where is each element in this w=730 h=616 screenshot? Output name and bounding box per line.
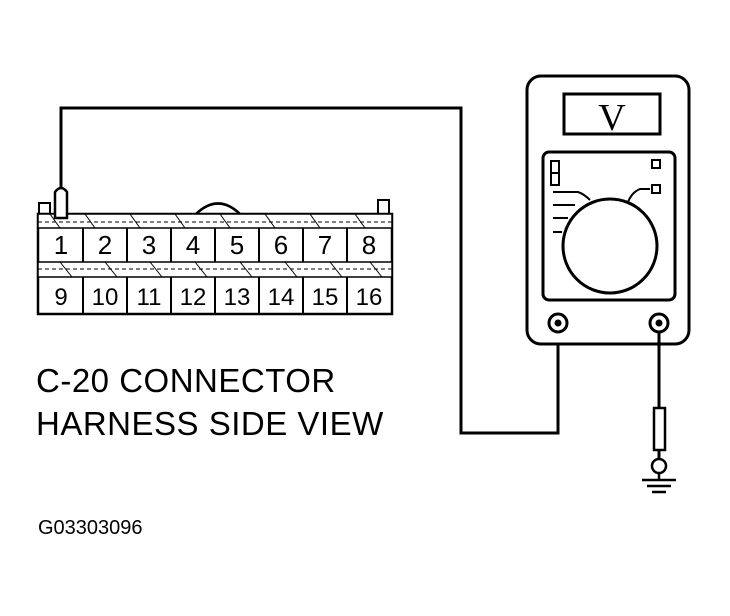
ground-symbol-icon (642, 478, 676, 494)
pin-label: 1 (54, 230, 68, 260)
range-mark-icon (651, 159, 661, 169)
ground-lead (650, 332, 668, 479)
connector-tab-right (377, 199, 390, 215)
pin-label: 14 (268, 284, 295, 311)
range-mark-icon (651, 184, 661, 194)
figure-id: G03303096 (38, 517, 143, 539)
ground-probe-handle (652, 406, 667, 452)
pin-label: 9 (54, 284, 67, 311)
pin-label: 15 (312, 284, 339, 311)
pin-label: 16 (356, 284, 383, 311)
pin-row-top: 1 2 3 4 5 6 7 8 (54, 230, 376, 260)
ground-clip (650, 457, 668, 475)
pin-label: 2 (98, 230, 112, 260)
caption-line-2: HARNESS SIDE VIEW (36, 405, 384, 442)
pin-row-bottom: 9 10 11 12 13 14 15 16 (54, 284, 382, 311)
pin-label: 3 (142, 230, 156, 260)
caption-line-1: C-20 CONNECTOR (36, 362, 336, 399)
probe-tip (53, 186, 69, 220)
meter-display-reading: V (598, 97, 626, 139)
voltmeter: V (525, 74, 691, 346)
pin-label: 11 (137, 284, 162, 311)
pin-label: 4 (186, 230, 200, 260)
meter-display (562, 92, 662, 136)
c20-connector (36, 199, 394, 316)
pin-label: 5 (230, 230, 244, 260)
pin-label: 10 (92, 284, 119, 311)
pin-label: 7 (318, 230, 332, 260)
range-mark-icon (550, 172, 560, 186)
pin-label: 6 (274, 230, 288, 260)
meter-dial-knob (561, 197, 659, 295)
pin-label: 13 (224, 284, 251, 311)
range-tick-lines (553, 188, 650, 233)
probe-wire (59, 106, 560, 435)
range-mark-icon (550, 160, 560, 174)
pin-label: 12 (180, 284, 207, 311)
pin-label: 8 (362, 230, 376, 260)
connector-latch (195, 202, 241, 215)
